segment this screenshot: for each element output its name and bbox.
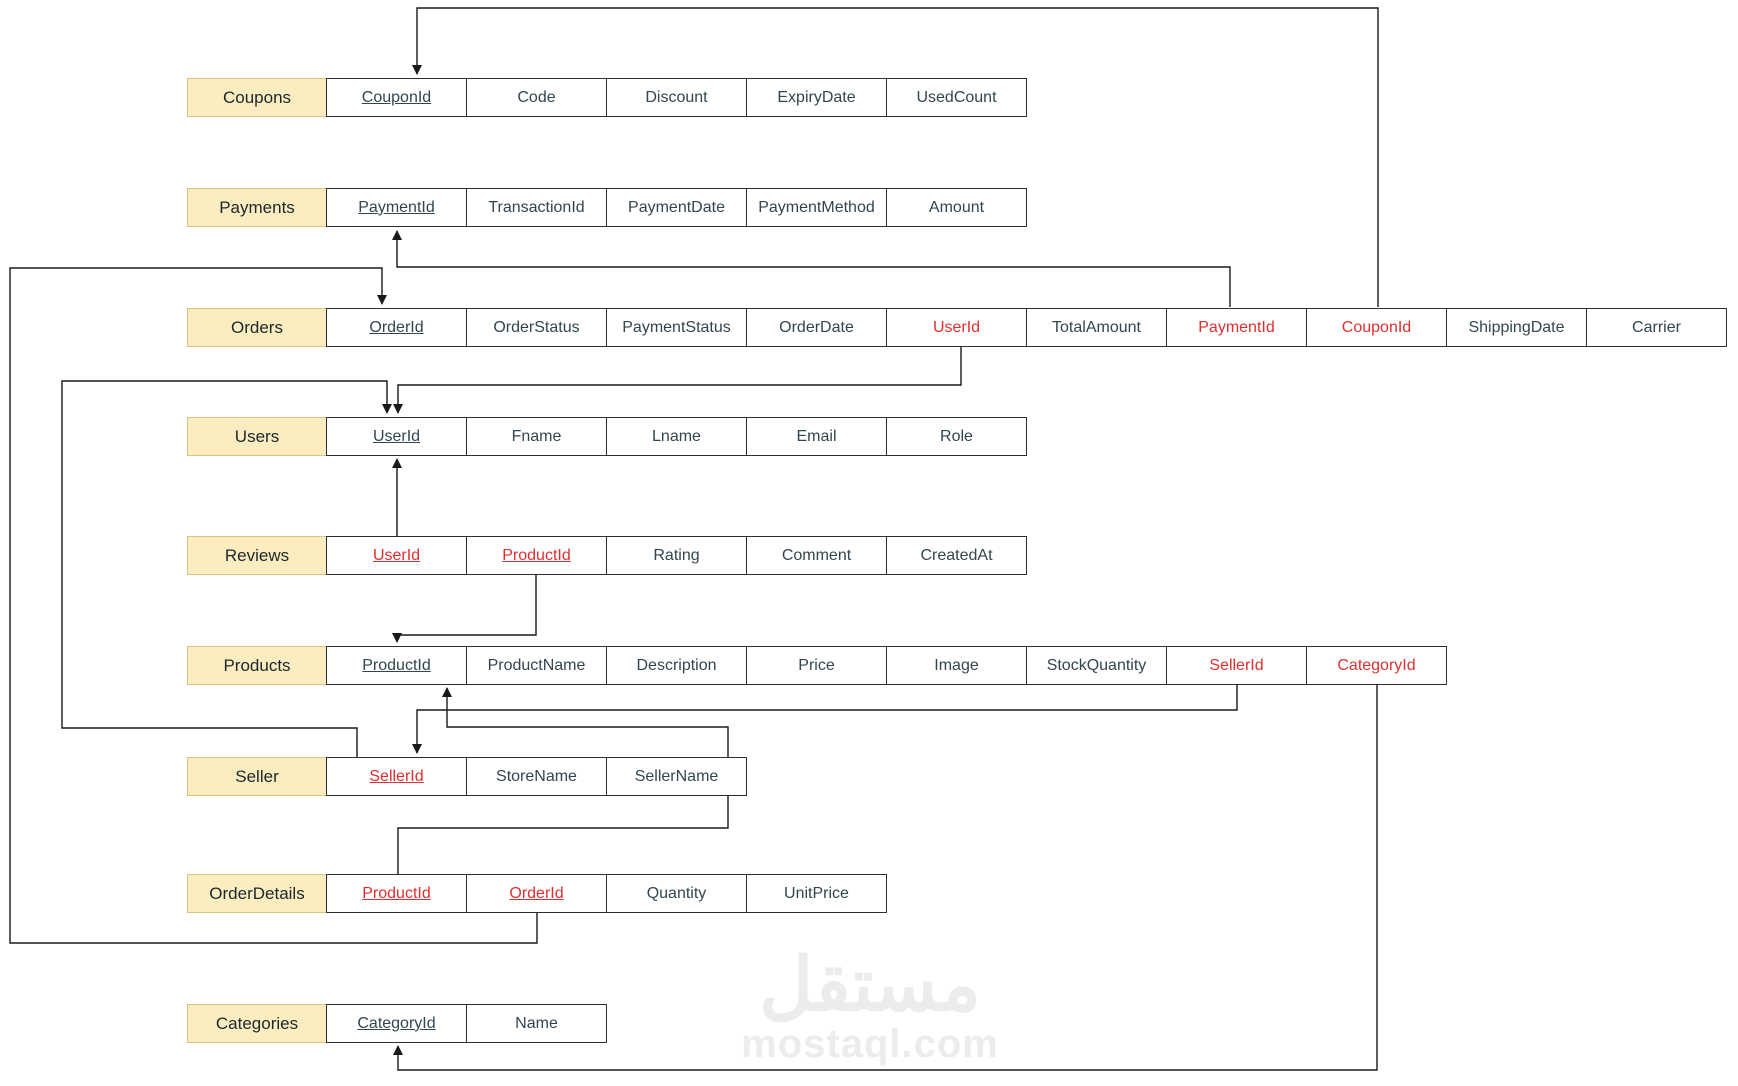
column-orders-couponid: CouponId [1306, 308, 1447, 347]
table-title-reviews: Reviews [187, 536, 327, 575]
column-reviews-rating: Rating [606, 536, 747, 575]
column-users-role: Role [886, 417, 1027, 456]
column-reviews-productid: ProductId [466, 536, 607, 575]
connector-products-categoryid-to-categories-categoryid [393, 685, 1378, 1071]
column-products-stockquantity: StockQuantity [1026, 646, 1167, 685]
column-products-description: Description [606, 646, 747, 685]
column-orderdetails-productid: ProductId [326, 874, 467, 913]
column-users-userid: UserId [326, 417, 467, 456]
connector-orderdetails-orderid-to-orders-orderid [9, 267, 538, 944]
connector-reviews-productid-to-products-productid [392, 575, 537, 643]
table-title-payments: Payments [187, 188, 327, 227]
table-title-orderdetails: OrderDetails [187, 874, 327, 913]
column-orders-userid: UserId [886, 308, 1027, 347]
connector-seller-sellerid-to-users-userid [61, 380, 392, 757]
column-payments-paymentmethod: PaymentMethod [746, 188, 887, 227]
column-categories-categoryid: CategoryId [326, 1004, 467, 1043]
column-coupons-couponid: CouponId [326, 78, 467, 117]
connector-orders-couponid-to-coupons-couponid [412, 7, 1379, 307]
column-orderdetails-unitprice: UnitPrice [746, 874, 887, 913]
column-payments-transactionid: TransactionId [466, 188, 607, 227]
column-reviews-comment: Comment [746, 536, 887, 575]
column-payments-paymentid: PaymentId [326, 188, 467, 227]
column-orders-orderid: OrderId [326, 308, 467, 347]
column-coupons-expirydate: ExpiryDate [746, 78, 887, 117]
column-orders-orderstatus: OrderStatus [466, 308, 607, 347]
table-title-categories: Categories [187, 1004, 327, 1043]
column-orders-paymentid: PaymentId [1166, 308, 1307, 347]
column-orders-orderdate: OrderDate [746, 308, 887, 347]
column-orders-carrier: Carrier [1586, 308, 1727, 347]
column-orderdetails-quantity: Quantity [606, 874, 747, 913]
column-categories-name: Name [466, 1004, 607, 1043]
column-seller-sellerid: SellerId [326, 757, 467, 796]
column-products-image: Image [886, 646, 1027, 685]
mostaql-logo: مستقل [759, 943, 981, 1026]
table-title-seller: Seller [187, 757, 327, 796]
column-users-email: Email [746, 417, 887, 456]
column-reviews-createdat: CreatedAt [886, 536, 1027, 575]
table-title-products: Products [187, 646, 327, 685]
column-products-categoryid: CategoryId [1306, 646, 1447, 685]
column-payments-paymentdate: PaymentDate [606, 188, 747, 227]
column-users-lname: Lname [606, 417, 747, 456]
column-coupons-code: Code [466, 78, 607, 117]
column-orderdetails-orderid: OrderId [466, 874, 607, 913]
column-products-sellerid: SellerId [1166, 646, 1307, 685]
column-orders-totalamount: TotalAmount [1026, 308, 1167, 347]
column-products-productname: ProductName [466, 646, 607, 685]
column-users-fname: Fname [466, 417, 607, 456]
column-coupons-discount: Discount [606, 78, 747, 117]
column-payments-amount: Amount [886, 188, 1027, 227]
connector-products-sellerid-to-seller-sellerid [412, 685, 1238, 754]
column-coupons-usedcount: UsedCount [886, 78, 1027, 117]
watermark-url: mostaql.com [741, 1022, 999, 1066]
table-title-orders: Orders [187, 308, 327, 347]
watermark: مستقل mostaql.com [730, 943, 1010, 1066]
column-products-price: Price [746, 646, 887, 685]
column-seller-sellername: SellerName [606, 757, 747, 796]
column-products-productid: ProductId [326, 646, 467, 685]
connector-orders-paymentid-to-payments-paymentid [392, 230, 1231, 307]
table-title-coupons: Coupons [187, 78, 327, 117]
column-orders-shippingdate: ShippingDate [1446, 308, 1587, 347]
connector-orders-userid-to-users-userid [393, 347, 962, 414]
column-reviews-userid: UserId [326, 536, 467, 575]
column-seller-storename: StoreName [466, 757, 607, 796]
column-orders-paymentstatus: PaymentStatus [606, 308, 747, 347]
table-title-users: Users [187, 417, 327, 456]
